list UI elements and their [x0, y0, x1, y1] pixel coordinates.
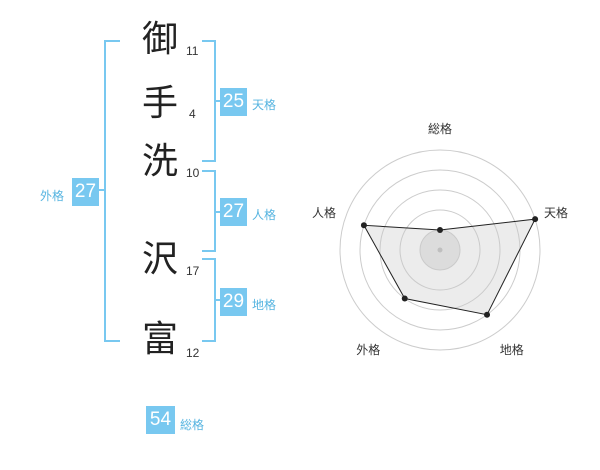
radar-point — [484, 311, 491, 318]
chikaku-badge: 29 — [220, 288, 247, 316]
stroke-count-5: 12 — [186, 346, 200, 360]
radar-axis-label: 総格 — [427, 122, 452, 136]
name-char-5: 富 — [141, 319, 178, 360]
gaikaku-bracket — [104, 40, 120, 342]
tenkaku-badge: 25 — [220, 88, 247, 116]
soukaku-label: 総格 — [180, 418, 205, 432]
stroke-count-1: 11 — [186, 44, 199, 58]
stroke-count-3: 10 — [186, 166, 200, 180]
chikaku-label: 地格 — [252, 298, 277, 312]
tenkaku-label: 天格 — [252, 98, 277, 112]
name-char-2: 手 — [141, 83, 178, 124]
radar-axis-label: 天格 — [544, 206, 569, 221]
radar-axis-label: 人格 — [311, 206, 336, 221]
stroke-count-4: 17 — [186, 264, 200, 278]
stroke-count-2: 4 — [189, 107, 196, 121]
jinkaku-label: 人格 — [252, 208, 277, 222]
radar-point — [401, 295, 408, 302]
radar-point — [437, 227, 443, 233]
radar-center — [437, 247, 443, 253]
name-char-4: 沢 — [141, 239, 178, 280]
name-char-1: 御 — [141, 19, 178, 60]
radar-series — [363, 218, 536, 316]
chikaku-bracket-tick — [214, 299, 222, 301]
name-char-3: 洗 — [141, 141, 178, 182]
radar-point — [360, 222, 367, 229]
gaikaku-badge: 27 — [72, 178, 99, 206]
radar-axis-label: 外格 — [356, 342, 381, 357]
jinkaku-bracket-tick — [214, 211, 222, 213]
radar-point — [532, 216, 539, 223]
jinkaku-badge: 27 — [220, 198, 247, 226]
soukaku-badge: 54 — [146, 406, 175, 434]
gaikaku-bracket-tick — [94, 189, 104, 191]
tenkaku-bracket-tick — [214, 100, 222, 102]
gaikaku-label: 外格 — [40, 189, 65, 203]
radar-axis-label: 地格 — [499, 342, 524, 357]
